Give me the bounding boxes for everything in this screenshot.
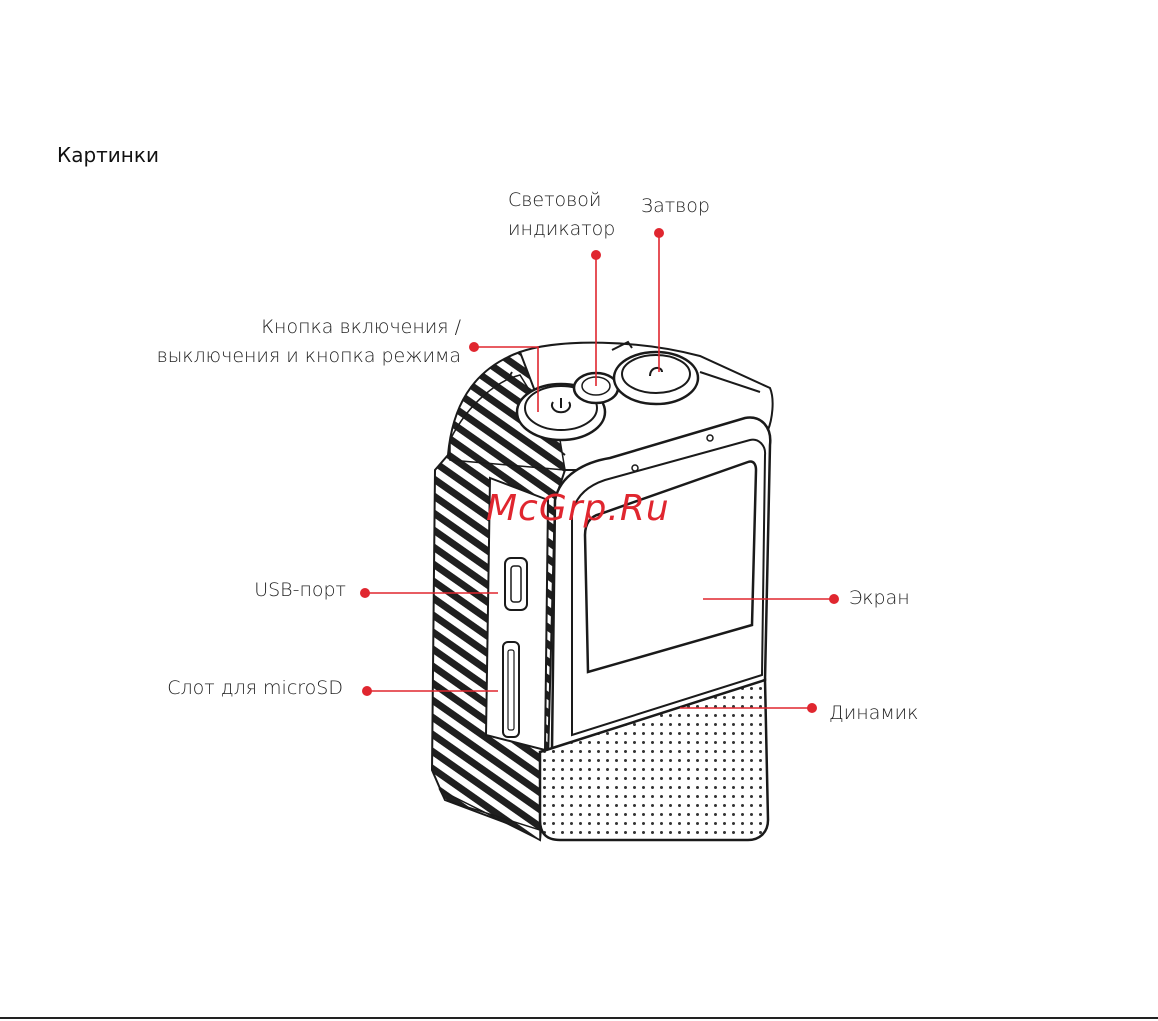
- label-indicator-line1: Световой: [508, 186, 615, 215]
- callout-dot-microsd: [362, 686, 372, 696]
- label-screen: Экран: [849, 584, 910, 613]
- bottom-rule: [0, 1017, 1158, 1019]
- label-power-line1: Кнопка включения /: [157, 313, 461, 342]
- callout-dot-indicator: [591, 250, 601, 260]
- callout-dot-shutter: [654, 228, 664, 238]
- callout-dot-screen: [829, 594, 839, 604]
- shutter-button: [614, 352, 698, 404]
- label-microsd: Слот для microSD: [167, 674, 343, 703]
- callout-dot-speaker: [807, 703, 817, 713]
- label-power: Кнопка включения / выключения и кнопка р…: [157, 313, 461, 371]
- label-speaker: Динамик: [829, 699, 918, 728]
- callout-dot-power: [469, 342, 479, 352]
- watermark: McGrp.Ru: [486, 488, 670, 529]
- label-shutter: Затвор: [641, 192, 710, 221]
- label-indicator: Световой индикатор: [508, 186, 615, 244]
- label-power-line2: выключения и кнопка режима: [157, 342, 461, 371]
- callout-dot-usb: [360, 588, 370, 598]
- label-indicator-line2: индикатор: [508, 215, 615, 244]
- microsd-slot: [503, 642, 519, 737]
- label-usb: USB-порт: [254, 576, 346, 605]
